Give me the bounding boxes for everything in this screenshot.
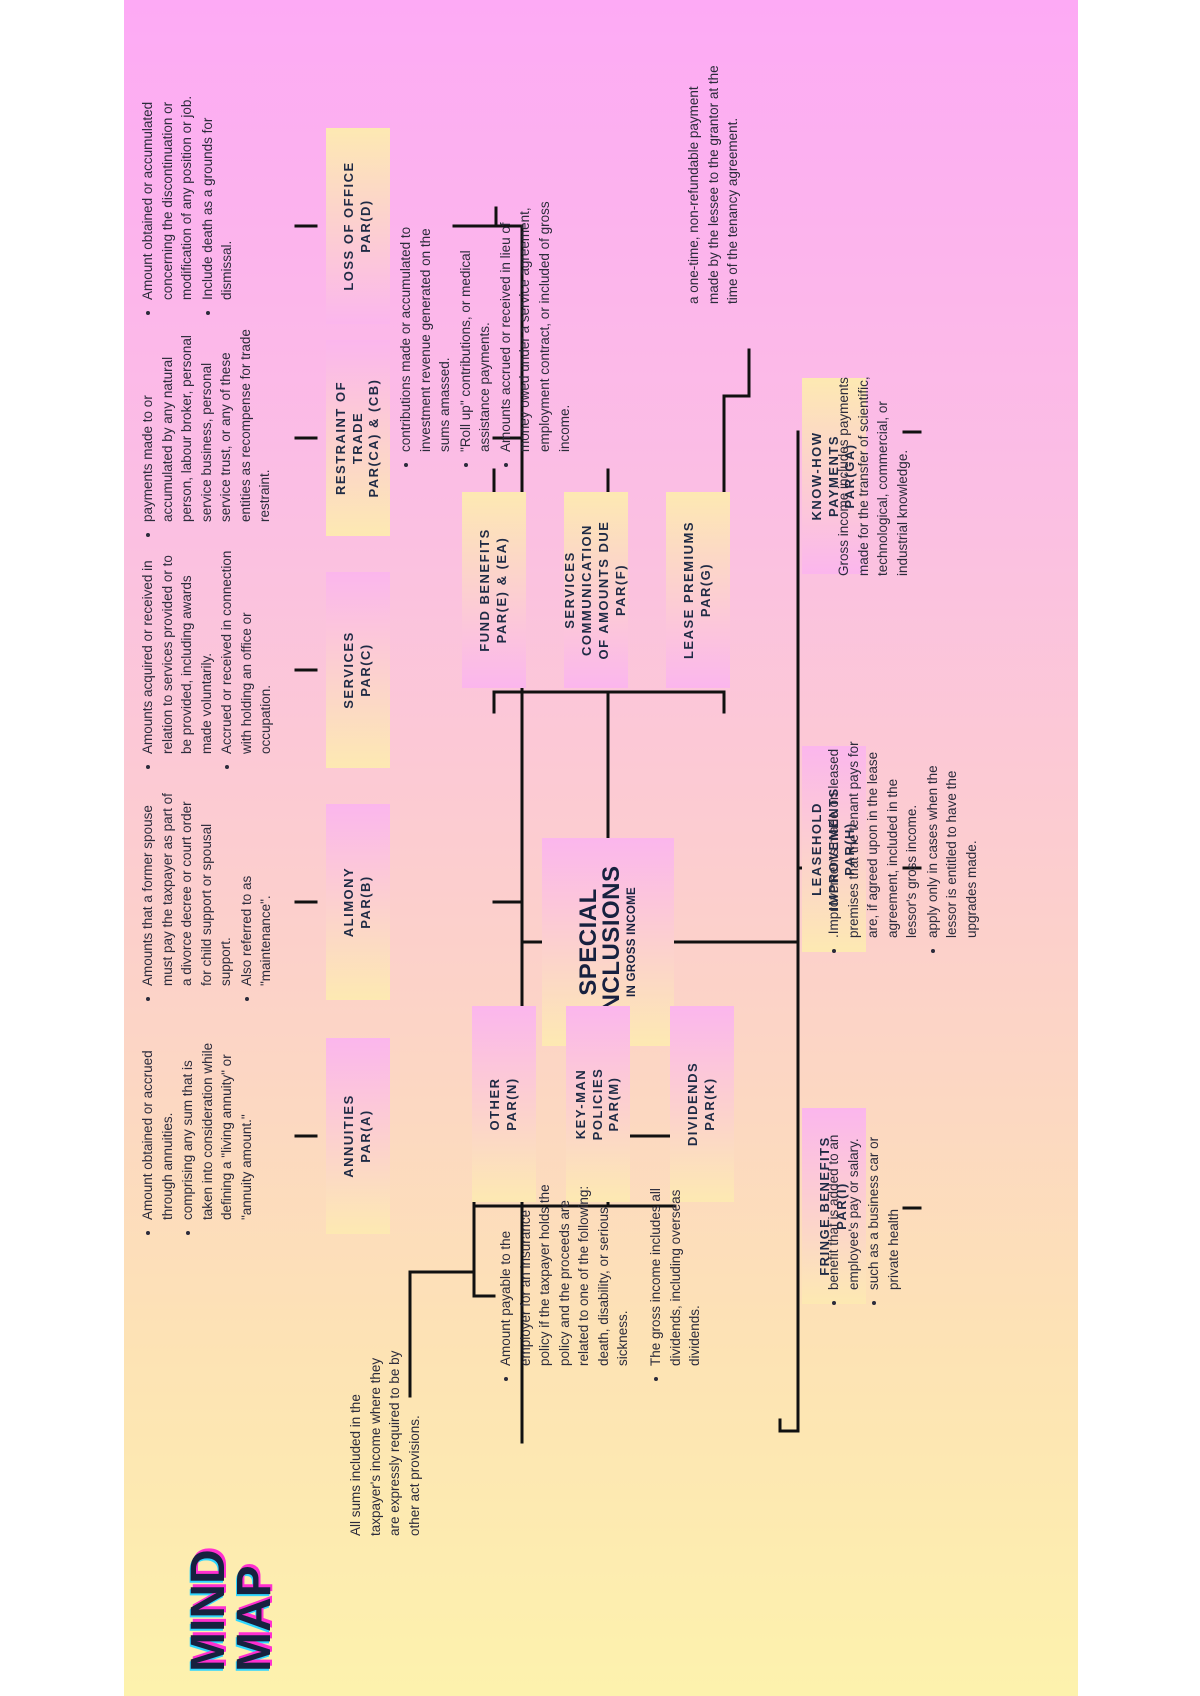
note-know-how: Gross income includes payments made for …: [834, 356, 912, 576]
note-leasehold-1: .Improvements made on leased premises th…: [824, 734, 922, 938]
note-fringe: benefit that is added to an employee's p…: [824, 1096, 904, 1306]
node-restraint: RESTRAINT OF TRADE PAR(CA) & (CB): [326, 340, 390, 536]
note-lease-premiums: a one-time, non-refundable payment made …: [684, 54, 743, 304]
node-lease-premiums: LEASE PREMIUMS PAR(G): [666, 492, 730, 688]
note-annuities-2: comprising any sum that is taken into co…: [178, 1026, 256, 1220]
note-key-man-1: Amount payable to the employer for an in…: [496, 1172, 633, 1366]
note-fund-services-1: contributions made or accumulated to inv…: [396, 198, 455, 452]
note-services: Amounts acquired or received in relation…: [138, 550, 277, 770]
node-fund-benefits: FUND BENEFITS PAR(E) & (EA): [462, 492, 526, 688]
connector-bottom-trunk: [672, 430, 800, 1433]
connector-other-note: [408, 1270, 476, 1398]
note-loss-office-2: Include death as a grounds for dismissal…: [198, 86, 237, 300]
node-loss-office-label: LOSS OF OFFICE PAR(D): [341, 161, 373, 291]
note-fund-services: contributions made or accumulated to inv…: [396, 198, 575, 468]
node-alimony-label: ALIMONY PAR(B): [341, 866, 373, 938]
center-line3: IN GROSS INCOME: [625, 887, 638, 997]
note-services-2: Accrued or received in connection with h…: [217, 550, 276, 754]
node-restraint-label: RESTRAINT OF TRADE PAR(CA) & (CB): [332, 378, 382, 498]
mind-map-canvas: MIND MAP SPECIAL INCLUSIONS IN GROSS INC…: [124, 0, 1078, 1696]
note-fringe-1: benefit that is added to an employee's p…: [824, 1096, 863, 1290]
note-alimony-2: Also referred to as "maintenance".: [237, 792, 276, 986]
note-alimony: Amounts that a former spouse must pay th…: [138, 792, 277, 1002]
node-annuities: ANNUITIES PAR(A): [326, 1038, 390, 1234]
note-restraint-1: payments made to or accumulated by any n…: [138, 328, 275, 522]
note-dividends: The gross income includes all dividends,…: [646, 1172, 706, 1382]
title-line2: MAP: [227, 1565, 281, 1672]
mind-map-poster: MIND MAP SPECIAL INCLUSIONS IN GROSS INC…: [124, 0, 1078, 1696]
title-line1: MIND: [182, 1549, 235, 1672]
note-fund-services-3: Amounts accrued or received in lieu of m…: [496, 198, 574, 452]
node-alimony: ALIMONY PAR(B): [326, 804, 390, 1000]
connector-fringe: [778, 1418, 800, 1433]
note-services-1: Amounts acquired or received in relation…: [138, 550, 216, 754]
node-loss-office: LOSS OF OFFICE PAR(D): [326, 128, 390, 324]
note-leasehold: .Improvements made on leased premises th…: [824, 734, 983, 954]
node-dividends-label: DIVIDENDS PAR(K): [685, 1061, 717, 1147]
note-annuities: Amount obtained or accrued through annui…: [138, 1026, 257, 1236]
note-fund-services-2: "Roll up" contributions, or medical assi…: [456, 198, 495, 452]
note-leasehold-2: apply only in cases when the lessor is e…: [923, 734, 982, 938]
node-services-communication-label: SERVICES COMMUNICATION OF AMOUNTS DUE PA…: [562, 520, 628, 660]
connector-top-trunk: [520, 224, 544, 1444]
node-fund-benefits-label: FUND BENEFITS PAR(E) & (EA): [477, 528, 509, 652]
node-services-label: SERVICES PAR(C): [341, 631, 373, 709]
note-lease-premiums-text: a one-time, non-refundable payment made …: [686, 65, 741, 304]
center-line2: INCLUSIONS: [598, 865, 625, 1019]
note-fringe-2: such as a business car or private health: [864, 1096, 903, 1290]
note-loss-office-1: Amount obtained or accumulated concernin…: [138, 86, 197, 300]
node-services-communication: SERVICES COMMUNICATION OF AMOUNTS DUE PA…: [562, 492, 628, 688]
tick-lease: [722, 348, 751, 502]
note-alimony-1: Amounts that a former spouse must pay th…: [138, 792, 236, 986]
note-other-text: All sums included in the taxpayer's inco…: [348, 1350, 422, 1536]
note-key-man: Amount payable to the employer for an in…: [496, 1172, 634, 1382]
note-other: All sums included in the taxpayer's inco…: [346, 1336, 424, 1536]
note-loss-office: Amount obtained or accumulated concernin…: [138, 86, 238, 316]
connector-inner-right: [492, 690, 726, 840]
node-lease-premiums-label: LEASE PREMIUMS PAR(G): [681, 521, 713, 660]
node-annuities-label: ANNUITIES PAR(A): [341, 1094, 373, 1178]
note-restraint: payments made to or accumulated by any n…: [138, 328, 276, 538]
note-know-how-text: Gross income includes payments made for …: [836, 376, 910, 576]
node-key-man-label: KEY-MAN POLICIES PAR(M): [572, 1067, 622, 1141]
note-dividends-1: The gross income includes all dividends,…: [646, 1172, 705, 1366]
node-services: SERVICES PAR(C): [326, 572, 390, 768]
node-other-label: OTHER PAR(N): [487, 1077, 519, 1131]
note-annuities-1: Amount obtained or accrued through annui…: [138, 1026, 177, 1220]
mind-map-title: MIND MAP: [182, 1492, 281, 1672]
